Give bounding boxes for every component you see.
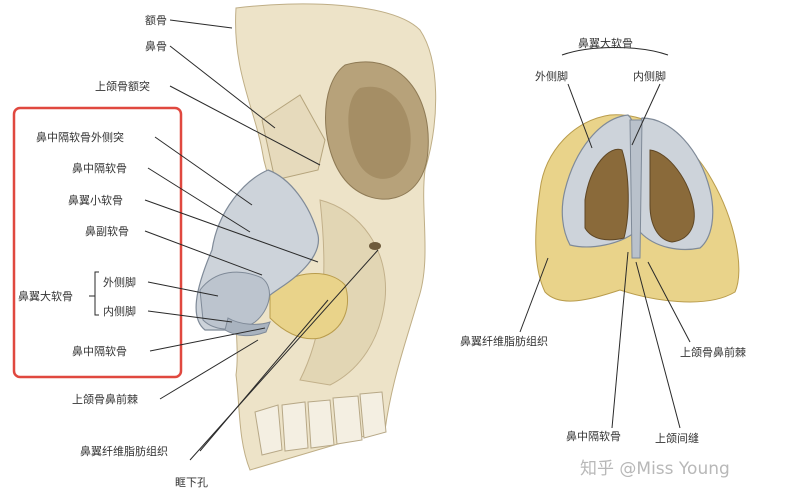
label-right-lateral-crus: 外侧脚 (535, 69, 568, 83)
label-septal-lateral-process: 鼻中隔软骨外侧突 (36, 130, 124, 144)
alar-cartilage-left (199, 271, 270, 330)
label-right-nasal-spine: 上颌骨鼻前棘 (680, 345, 746, 359)
label-infraorbital-foramen: 眶下孔 (175, 476, 208, 489)
right-nostril (649, 149, 695, 243)
nose-base-drawing (535, 114, 740, 303)
label-accessory-cartilage: 鼻副软骨 (85, 224, 129, 238)
label-nasal-bone: 鼻骨 (145, 39, 167, 53)
columella (629, 119, 643, 259)
label-right-medial-crus: 内侧脚 (633, 69, 666, 83)
label-major-alar-cartilage: 鼻翼大软骨 (18, 289, 73, 303)
label-right-major-alar: 鼻翼大软骨 (578, 36, 633, 50)
septal-cartilage-lower (224, 317, 271, 337)
label-maxilla-frontal-process: 上颌骨额突 (95, 79, 150, 93)
label-lateral-crus: 外侧脚 (103, 275, 136, 289)
left-nostril (584, 148, 629, 241)
orbit-shadow (348, 86, 411, 179)
label-fibrofatty-tissue: 鼻翼纤维脂肪组织 (80, 444, 168, 458)
label-right-fibrofatty: 鼻翼纤维脂肪组织 (460, 334, 548, 348)
label-intermaxillary-suture: 上颌间缝 (655, 431, 699, 445)
left-labels: 额骨 鼻骨 上颌骨额突 鼻中隔软骨外侧突 鼻中隔软骨 鼻翼小软骨 鼻副软骨 鼻翼… (18, 14, 208, 489)
left-leader-lines (89, 19, 379, 461)
label-septal-cartilage-bottom: 鼻中隔软骨 (72, 344, 127, 358)
watermark: 知乎 @Miss Young (580, 459, 730, 479)
skull-drawing (195, 3, 437, 471)
label-anterior-nasal-spine: 上颌骨鼻前棘 (72, 392, 138, 406)
right-leader-lines (519, 47, 691, 429)
label-minor-alar-cartilage: 鼻翼小软骨 (68, 193, 123, 207)
infraorbital-foramen-shape (369, 242, 381, 250)
highlight-box (12, 106, 183, 379)
label-septal-cartilage-top: 鼻中隔软骨 (72, 161, 127, 175)
label-medial-crus: 内侧脚 (103, 304, 136, 318)
label-frontal-bone: 额骨 (145, 14, 167, 27)
fibrofatty-tissue-left (269, 273, 349, 340)
nasal-bone-shape (261, 94, 326, 181)
right-labels: 鼻翼大软骨 外侧脚 内侧脚 鼻翼纤维脂肪组织 上颌骨鼻前棘 鼻中隔软骨 上颌间缝 (460, 36, 746, 445)
teeth (254, 391, 387, 456)
label-right-septal-cartilage: 鼻中隔软骨 (566, 429, 621, 443)
